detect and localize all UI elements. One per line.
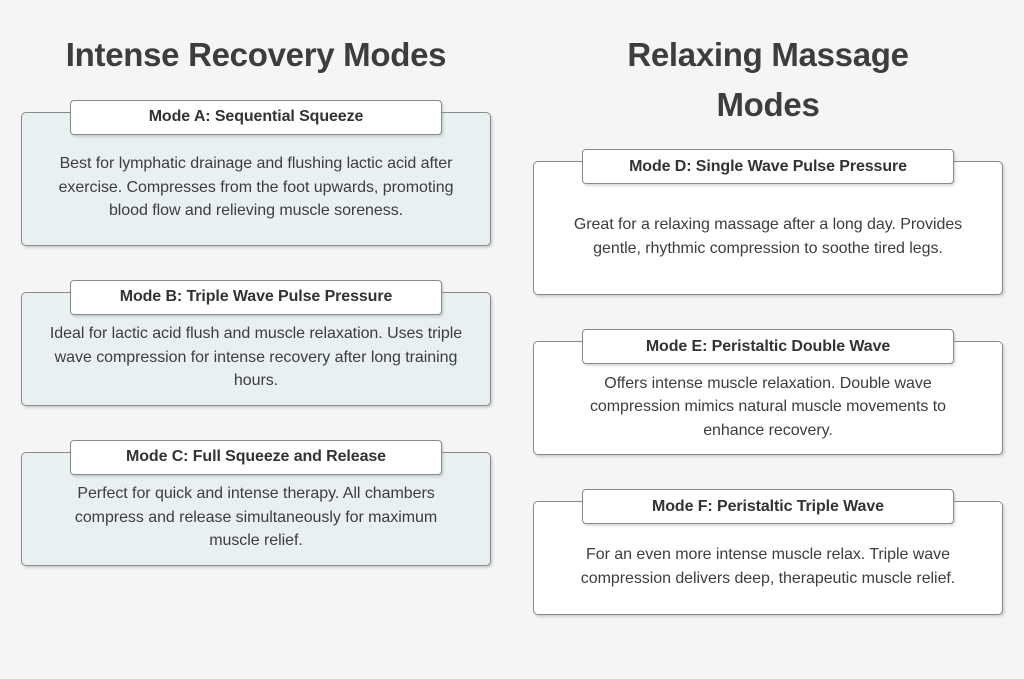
column-relaxing-massage: Relaxing Massage Modes Mode D: Single Wa… bbox=[512, 0, 1024, 679]
mode-card-d[interactable]: Mode D: Single Wave Pulse Pressure Great… bbox=[533, 149, 1003, 295]
mode-card-e[interactable]: Mode E: Peristaltic Double Wave Offers i… bbox=[533, 329, 1003, 455]
mode-card-c-description: Perfect for quick and intense therapy. A… bbox=[74, 485, 438, 550]
mode-card-f-description: For an even more intense muscle relax. T… bbox=[580, 546, 956, 587]
mode-card-f[interactable]: Mode F: Peristaltic Triple Wave For an e… bbox=[533, 489, 1003, 615]
mode-card-a-description: Best for lymphatic drainage and flushing… bbox=[58, 155, 454, 220]
card-list-relaxing-massage: Mode D: Single Wave Pulse Pressure Great… bbox=[512, 149, 1024, 615]
column-heading-intense-recovery: Intense Recovery Modes bbox=[65, 36, 447, 73]
column-intense-recovery: Intense Recovery Modes Mode A: Sequentia… bbox=[0, 36, 512, 566]
mode-card-b[interactable]: Mode B: Triple Wave Pulse Pressure Ideal… bbox=[21, 279, 491, 406]
mode-card-e-description: Offers intense muscle relaxation. Double… bbox=[589, 374, 947, 439]
mode-card-f-title: Mode F: Peristaltic Triple Wave bbox=[582, 489, 954, 524]
mode-card-d-title: Mode D: Single Wave Pulse Pressure bbox=[582, 149, 954, 184]
mode-card-a[interactable]: Mode A: Sequential Squeeze Best for lymp… bbox=[21, 99, 491, 246]
mode-card-c-title: Mode C: Full Squeeze and Release bbox=[70, 439, 442, 475]
mode-card-a-title: Mode A: Sequential Squeeze bbox=[70, 99, 442, 135]
mode-card-c[interactable]: Mode C: Full Squeeze and Release Perfect… bbox=[21, 439, 491, 566]
column-heading-relaxing-massage: Relaxing Massage Modes bbox=[627, 36, 909, 123]
mode-card-b-title: Mode B: Triple Wave Pulse Pressure bbox=[70, 279, 442, 315]
mode-card-b-description: Ideal for lactic acid flush and muscle r… bbox=[49, 325, 463, 390]
mode-card-d-description: Great for a relaxing massage after a lon… bbox=[573, 216, 963, 257]
mode-card-e-title: Mode E: Peristaltic Double Wave bbox=[582, 329, 954, 364]
card-list-intense-recovery: Mode A: Sequential Squeeze Best for lymp… bbox=[0, 99, 512, 566]
